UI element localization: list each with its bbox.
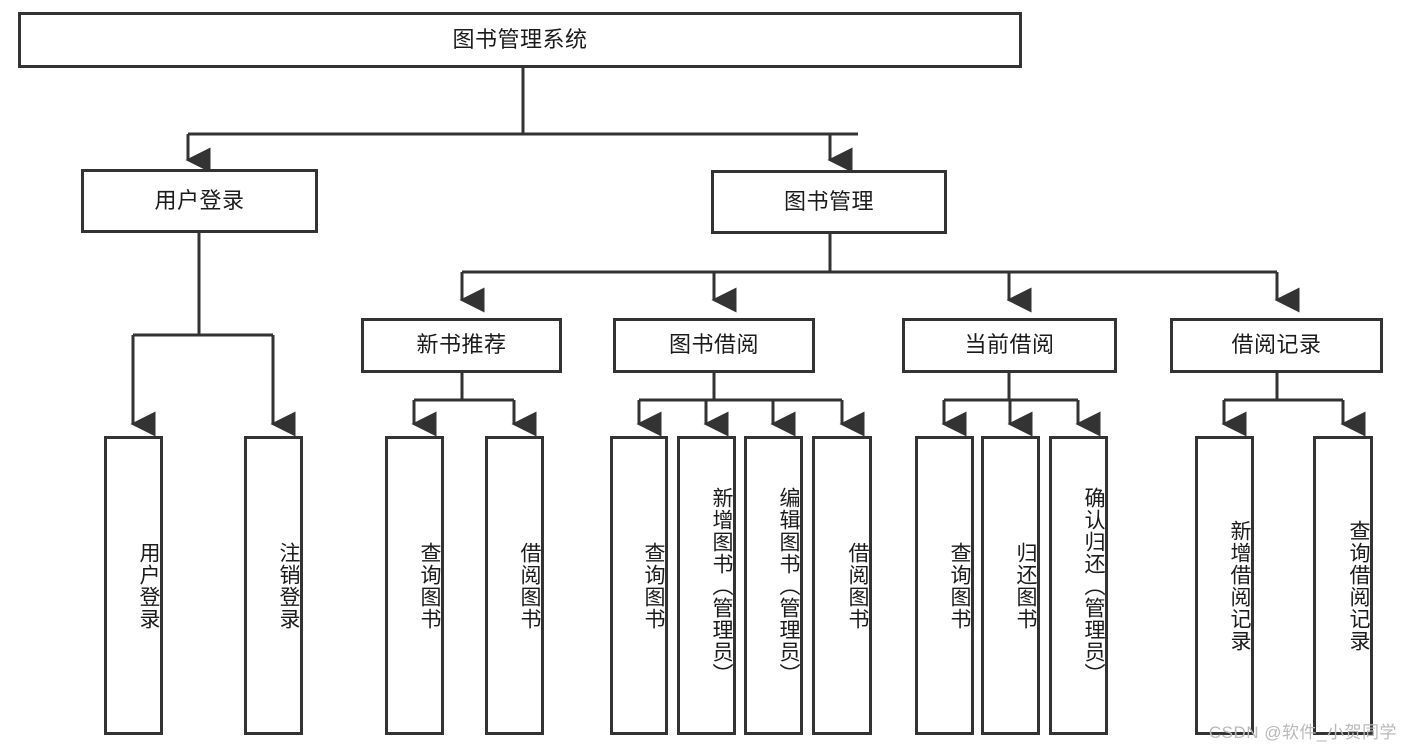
node-leaf-add-record[interactable]: 新增借阅记录	[1195, 436, 1254, 735]
node-leaf-edit-book[interactable]: 编辑图书（管理员）	[744, 436, 803, 735]
node-leaf-return-book[interactable]: 归还图书	[981, 436, 1040, 735]
node-leaf-query-book-3-label: 查询图书	[948, 541, 971, 630]
node-new-book-recommend-label: 新书推荐	[416, 332, 507, 358]
node-leaf-user-login[interactable]: 用户登录	[104, 436, 163, 735]
node-book-manage[interactable]: 图书管理	[711, 170, 947, 234]
node-book-borrow[interactable]: 图书借阅	[613, 318, 815, 373]
node-leaf-edit-book-label: 编辑图书（管理员）	[777, 486, 800, 685]
node-leaf-query-book-3[interactable]: 查询图书	[915, 436, 974, 735]
node-leaf-query-book-2[interactable]: 查询图书	[610, 436, 668, 735]
node-leaf-return-book-label: 归还图书	[1014, 541, 1037, 630]
node-leaf-confirm-return[interactable]: 确认归还（管理员）	[1049, 436, 1108, 735]
node-current-borrow[interactable]: 当前借阅	[902, 318, 1117, 373]
node-current-borrow-label: 当前借阅	[964, 332, 1055, 358]
node-new-book-recommend[interactable]: 新书推荐	[361, 318, 562, 373]
node-leaf-query-record[interactable]: 查询借阅记录	[1313, 436, 1373, 735]
node-user-login[interactable]: 用户登录	[81, 169, 318, 233]
node-root[interactable]: 图书管理系统	[18, 12, 1022, 68]
node-leaf-add-book-label: 新增图书（管理员）	[710, 486, 733, 685]
node-user-login-label: 用户登录	[154, 187, 245, 213]
node-leaf-logout-login[interactable]: 注销登录	[244, 436, 303, 735]
node-leaf-query-book-2-label: 查询图书	[642, 541, 665, 630]
node-leaf-logout-login-label: 注销登录	[277, 541, 300, 630]
node-leaf-add-record-label: 新增借阅记录	[1228, 519, 1251, 652]
node-borrow-record[interactable]: 借阅记录	[1170, 318, 1383, 373]
node-book-borrow-label: 图书借阅	[668, 332, 759, 358]
node-leaf-query-book-1[interactable]: 查询图书	[385, 436, 444, 735]
node-leaf-user-login-label: 用户登录	[137, 541, 160, 630]
node-leaf-confirm-return-label: 确认归还（管理员）	[1082, 486, 1105, 685]
node-leaf-borrow-book-2[interactable]: 借阅图书	[812, 436, 872, 735]
csdn-watermark: CSDN @软件_小贺同学	[1208, 723, 1397, 742]
node-leaf-borrow-book-2-label: 借阅图书	[846, 541, 869, 630]
node-root-label: 图书管理系统	[452, 26, 588, 52]
node-borrow-record-label: 借阅记录	[1231, 332, 1322, 358]
node-leaf-add-book[interactable]: 新增图书（管理员）	[677, 436, 736, 735]
node-book-manage-label: 图书管理	[783, 188, 874, 214]
node-leaf-borrow-book-1-label: 借阅图书	[518, 541, 541, 630]
node-leaf-borrow-book-1[interactable]: 借阅图书	[485, 436, 544, 735]
node-leaf-query-book-1-label: 查询图书	[418, 541, 441, 630]
node-leaf-query-record-label: 查询借阅记录	[1347, 519, 1370, 652]
